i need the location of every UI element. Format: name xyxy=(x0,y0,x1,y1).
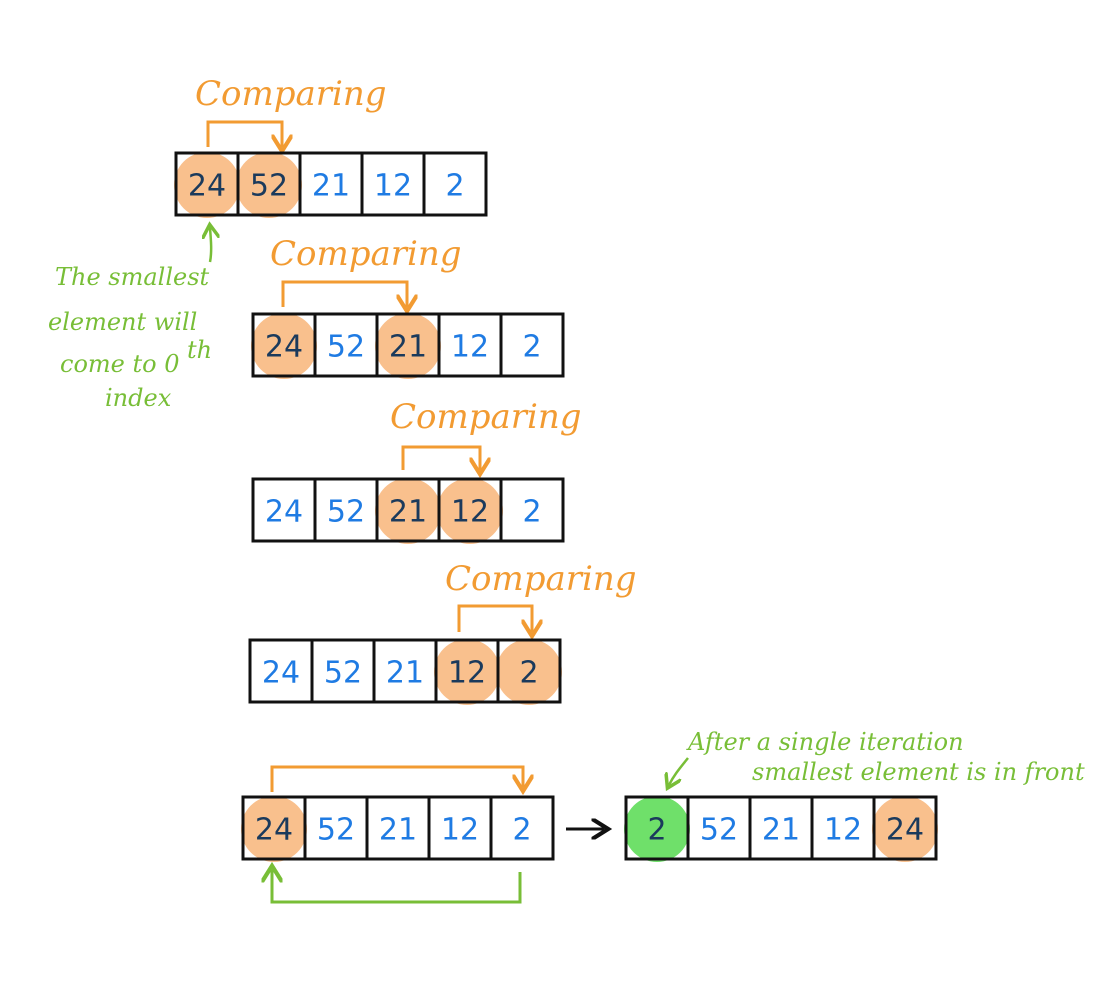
compare-highlight xyxy=(437,478,503,544)
compare-highlight xyxy=(872,796,938,862)
array-cells: 24 52 21 12 2 xyxy=(248,638,562,705)
array-value: 2 xyxy=(647,813,666,848)
after-iteration-note: After a single iteration smallest elemen… xyxy=(669,728,1085,786)
array-value: 21 xyxy=(312,169,350,204)
array-value: 52 xyxy=(250,169,288,204)
array-row-1: Comparing 24 52 21 12 2 xyxy=(174,74,488,218)
compare-highlight xyxy=(496,639,562,705)
array-cells: 24 52 21 12 2 xyxy=(251,312,565,379)
smallest-note-text: The smallest element will come to 0 inde… xyxy=(48,263,217,412)
compare-highlight xyxy=(241,796,307,862)
after-note-line-1: After a single iteration xyxy=(686,728,964,756)
compare-highlight xyxy=(174,152,240,218)
result-cells: 2 52 21 12 24 xyxy=(624,795,938,862)
array-cell xyxy=(496,638,562,704)
array-cell xyxy=(499,477,565,543)
compare-highlight xyxy=(375,313,441,379)
array-cell xyxy=(499,312,565,378)
array-value: 52 xyxy=(317,813,355,848)
array-value: 24 xyxy=(255,813,293,848)
smallest-note-line-4: index xyxy=(105,384,172,412)
array-cells: 24 52 21 12 2 xyxy=(174,151,488,218)
array-value: 2 xyxy=(522,330,541,365)
array-value: 52 xyxy=(327,495,365,530)
array-cell xyxy=(489,795,555,861)
array-value: 24 xyxy=(188,169,226,204)
array-value: 21 xyxy=(379,813,417,848)
superscript-th: th xyxy=(187,336,212,364)
array-value: 52 xyxy=(327,330,365,365)
compare-bracket-1 xyxy=(206,120,282,147)
after-note-line-2: smallest element is in front xyxy=(752,758,1085,786)
array-row-3: Comparing 24 52 21 12 2 xyxy=(251,397,582,544)
array-value: 12 xyxy=(374,169,412,204)
array-value: 24 xyxy=(262,656,300,691)
compare-bracket-3 xyxy=(401,445,480,470)
array-cells: 24 52 21 12 2 xyxy=(251,477,565,544)
comparing-label-4: Comparing xyxy=(445,559,637,599)
array-value: 21 xyxy=(389,330,427,365)
result-row: 2 52 21 12 24 xyxy=(624,795,938,862)
array-row-4: Comparing 24 52 21 12 2 xyxy=(248,559,637,705)
array-value: 24 xyxy=(886,813,924,848)
array-value: 24 xyxy=(265,495,303,530)
compare-highlight xyxy=(434,639,500,705)
compare-highlight xyxy=(375,478,441,544)
array-value: 12 xyxy=(451,495,489,530)
array-cells: 24 52 21 12 2 xyxy=(241,795,555,862)
note-arrow-down-icon xyxy=(669,757,689,785)
array-value: 52 xyxy=(324,656,362,691)
array-cell xyxy=(422,151,488,217)
comparing-label-1: Comparing xyxy=(195,74,387,114)
compare-bracket-2 xyxy=(281,280,407,307)
compare-highlight xyxy=(236,152,302,218)
comparing-label-3: Comparing xyxy=(390,397,582,437)
array-value: 24 xyxy=(265,330,303,365)
smallest-note: The smallest element will come to 0 inde… xyxy=(48,228,217,412)
array-value: 21 xyxy=(386,656,424,691)
after-note-text: After a single iteration smallest elemen… xyxy=(686,728,1085,786)
array-value: 21 xyxy=(389,495,427,530)
array-value: 52 xyxy=(700,813,738,848)
compare-bracket-4 xyxy=(457,604,532,632)
array-value: 12 xyxy=(451,330,489,365)
array-value: 21 xyxy=(762,813,800,848)
array-value: 12 xyxy=(824,813,862,848)
smallest-highlight xyxy=(624,796,690,862)
array-cell xyxy=(872,795,938,861)
smallest-note-line-2: element will xyxy=(48,308,197,336)
note-arrow-up-icon xyxy=(210,228,211,263)
array-value: 2 xyxy=(519,656,538,691)
array-value: 12 xyxy=(448,656,486,691)
array-value: 12 xyxy=(441,813,479,848)
array-row-5: 24 52 21 12 2 xyxy=(241,765,555,904)
swap-bracket-top xyxy=(270,765,523,792)
array-value: 2 xyxy=(445,169,464,204)
array-value: 2 xyxy=(522,495,541,530)
compare-highlight xyxy=(251,313,317,379)
array-value: 2 xyxy=(512,813,531,848)
comparing-label-2: Comparing xyxy=(270,234,462,274)
smallest-note-line-3: come to 0 xyxy=(60,350,179,378)
array-row-2: Comparing 24 52 21 12 2 xyxy=(251,234,565,379)
swap-bracket-bottom xyxy=(272,870,522,904)
smallest-note-line-1: The smallest xyxy=(55,263,210,291)
